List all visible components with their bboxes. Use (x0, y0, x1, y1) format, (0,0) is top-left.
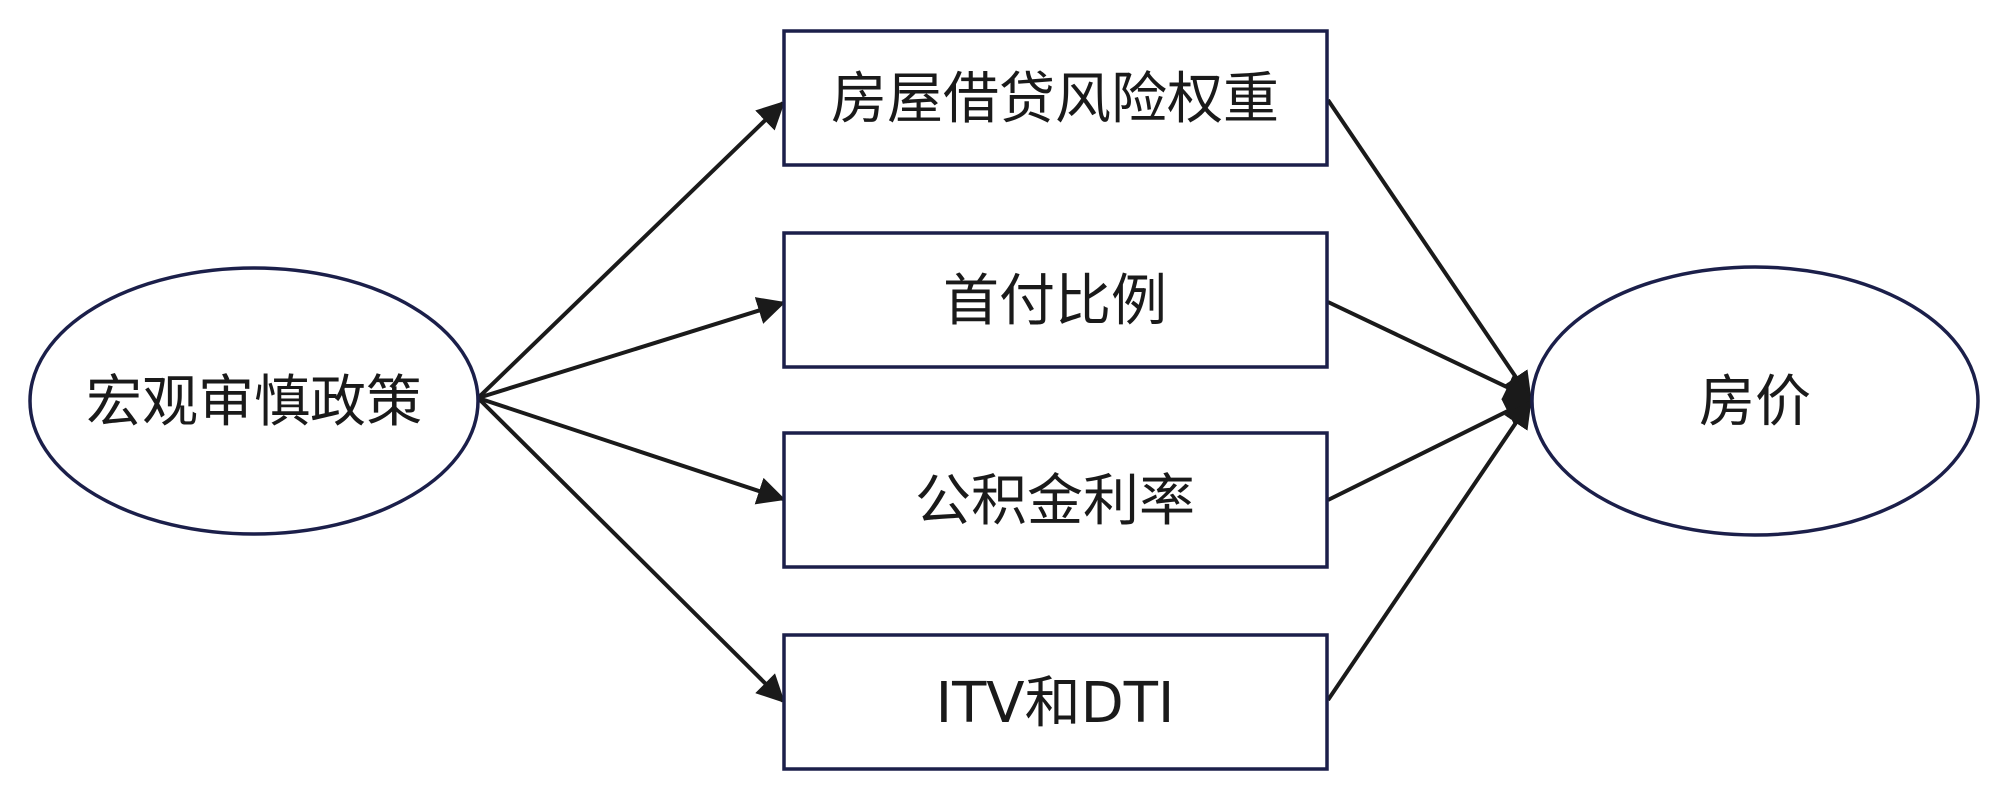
edge-source-to-mid-3 (477, 396, 786, 505)
edge-source-to-mid-4 (476, 396, 785, 703)
edge-mid-4-to-target (1326, 399, 1532, 702)
node-mid-4-label: ITV和DTI (936, 671, 1175, 736)
node-mid-1: 房屋借贷风险权重 (782, 29, 1329, 167)
node-target: 房价 (1530, 265, 1980, 537)
node-mid-1-label: 房屋借贷风险权重 (831, 67, 1279, 132)
edge-mid-2-to-target (1327, 300, 1533, 400)
node-target-label: 房价 (1699, 370, 1811, 435)
edge-source-to-mid-1 (476, 101, 786, 400)
node-mid-4: ITV和DTI (782, 633, 1329, 771)
edge-mid-3-to-target (1327, 398, 1533, 502)
edge-mid-1-to-target (1326, 98, 1532, 401)
node-source-label: 宏观审慎政策 (86, 370, 422, 435)
edge-source-to-mid-2 (477, 297, 786, 400)
node-mid-3-label: 公积金利率 (915, 469, 1195, 534)
node-mid-3: 公积金利率 (782, 431, 1329, 569)
node-mid-2: 首付比例 (782, 231, 1329, 369)
node-source: 宏观审慎政策 (28, 266, 480, 536)
node-mid-2-label: 首付比例 (943, 269, 1167, 334)
